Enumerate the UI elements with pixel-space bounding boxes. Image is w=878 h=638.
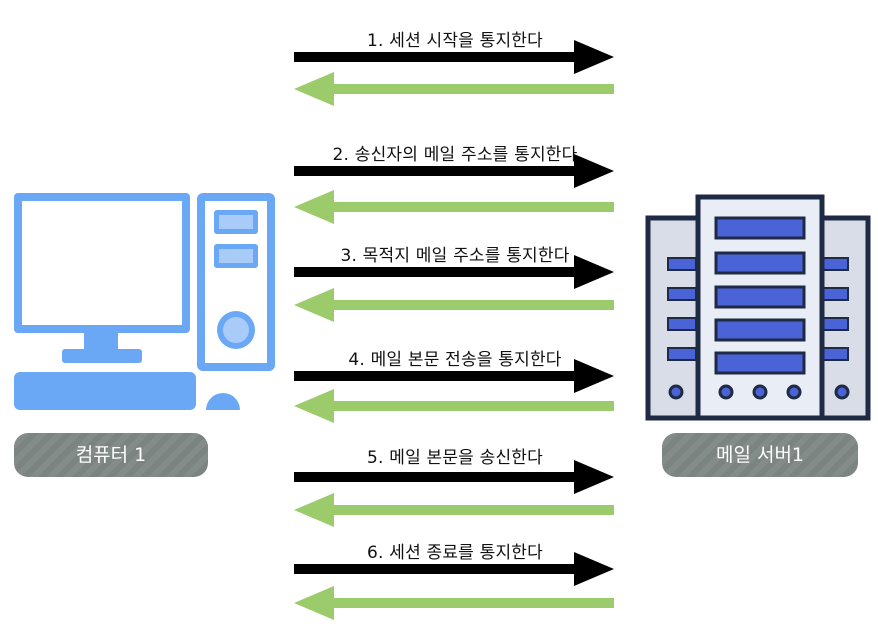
step-label-3: 3. 목적지 메일 주소를 통지한다: [340, 246, 570, 266]
request-arrow-4: [294, 359, 614, 393]
computer-label: 컴퓨터 1: [14, 433, 208, 477]
step-label-2: 2. 송신자의 메일 주소를 통지한다: [332, 145, 578, 165]
request-arrow-6: [294, 552, 614, 586]
response-arrow-3: [294, 288, 614, 322]
step-label-5: 5. 메일 본문을 송신한다: [367, 448, 543, 468]
response-arrow-4: [294, 389, 614, 423]
request-arrow-3: [294, 255, 614, 289]
response-arrow-2: [294, 190, 614, 224]
step-label-6: 6. 세션 종료를 통지한다: [367, 543, 543, 563]
response-arrow-6: [294, 586, 614, 620]
step-label-1: 1. 세션 시작을 통지한다: [367, 31, 543, 51]
request-arrow-2: [294, 154, 614, 188]
response-arrow-5: [294, 493, 614, 527]
response-arrow-1: [294, 72, 614, 106]
mail-server-label: 메일 서버1: [662, 433, 858, 477]
request-arrow-1: [294, 40, 614, 74]
request-arrow-5: [294, 460, 614, 494]
step-label-4: 4. 메일 본문 전송을 통지한다: [348, 350, 562, 370]
